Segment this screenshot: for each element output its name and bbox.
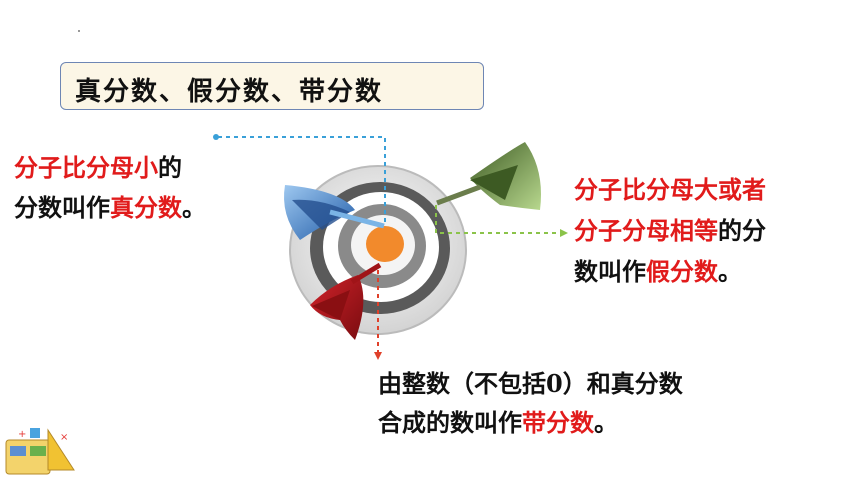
mixed-text-1: 由整数（不包括0）和真分数 (378, 369, 683, 398)
svg-text:+: + (18, 429, 26, 440)
mixed-line-2: 合成的数叫作带分数。 (378, 406, 618, 440)
page-title: 真分数、假分数、带分数 (75, 77, 384, 107)
proper-term-red: 分子比分母小 (14, 153, 158, 182)
improper-text-2: 的分 (718, 216, 766, 245)
proper-line-1: 分子比分母小的 (14, 151, 182, 185)
connector-improper (435, 205, 560, 234)
proper-period: 。 (182, 193, 206, 222)
blue-dart-icon (284, 185, 385, 240)
mixed-period: 。 (594, 408, 618, 437)
improper-line-1: 分子比分母大或者 (574, 173, 766, 207)
math-tools-icon: + × (5, 428, 75, 475)
svg-text:×: × (60, 432, 68, 443)
proper-text-2: 分数叫作 (14, 193, 110, 222)
improper-line-3: 数叫作假分数。 (574, 255, 742, 289)
improper-text-3: 数叫作 (574, 257, 646, 286)
improper-fraction-term: 假分数 (646, 257, 718, 286)
proper-line-2: 分数叫作真分数。 (14, 191, 206, 225)
improper-cond-2: 分子分母相等 (574, 216, 718, 245)
red-dart-icon (310, 262, 382, 340)
proper-fraction-term: 真分数 (110, 193, 182, 222)
improper-cond-1: 分子比分母大或者 (574, 175, 766, 204)
stray-dot (78, 30, 80, 32)
mixed-text-2: 合成的数叫作 (378, 408, 522, 437)
improper-line-2: 分子分母相等的分 (574, 214, 766, 248)
improper-period: 。 (718, 257, 742, 286)
mixed-number-term: 带分数 (522, 408, 594, 437)
title-box: 真分数、假分数、带分数 (60, 62, 484, 110)
proper-text-1: 的 (158, 153, 182, 182)
mixed-line-1: 由整数（不包括0）和真分数 (378, 367, 683, 401)
green-dart-icon (436, 142, 541, 210)
